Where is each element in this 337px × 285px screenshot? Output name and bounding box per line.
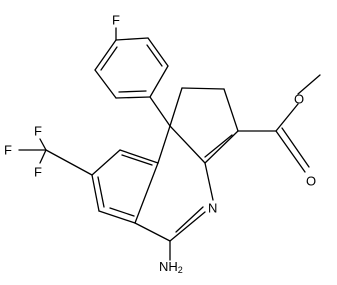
bond-bz-1 — [119, 149, 159, 164]
bond-aryl-5 — [94, 69, 117, 99]
bond-py-3 — [169, 211, 206, 242]
bond-bz-inner-1 — [121, 154, 153, 166]
bond-ester-methyl — [297, 74, 321, 95]
atom-label-cf3-fluorine-bottom: F — [34, 165, 42, 180]
bond-py-5 — [134, 162, 159, 224]
bond-cp-1 — [169, 87, 183, 127]
bond-bz-4 — [98, 210, 136, 224]
bond-bz-2 — [91, 149, 121, 176]
bond-aryl-4 — [115, 96, 151, 99]
bond-ester-o-single — [275, 103, 299, 132]
bond-aryl-2 — [147, 37, 169, 67]
bond-aryl-inner-3 — [100, 46, 118, 71]
bond-cp-2 — [181, 87, 225, 90]
atom-label-fluorine-para: F — [112, 13, 120, 28]
bond-py-2 — [204, 162, 214, 201]
bond-lines — [18, 27, 321, 261]
bond-bz-inner-3 — [109, 207, 135, 217]
bond-bz-3 — [91, 174, 100, 212]
atom-label-ester-oxygen: O — [294, 92, 304, 107]
bond-cf3-f-bottom — [39, 149, 47, 164]
atom-label-cf3-fluorine-left: F — [4, 143, 12, 158]
bond-aryl-inner-1 — [146, 44, 163, 67]
atom-label-amino-subscript: 2 — [178, 265, 183, 275]
atom-label-amino-nh: NH — [159, 259, 178, 274]
bond-py-4 — [134, 222, 171, 242]
bond-cf3-f-top — [39, 138, 47, 151]
bond-cp-3 — [223, 88, 239, 132]
atom-label-ring-nitrogen: N — [208, 201, 217, 216]
bond-aryl-quaternary — [149, 96, 171, 127]
bond-ester-o-double-a — [275, 130, 306, 173]
bond-py-1 — [157, 125, 171, 164]
bond-ester-o-double-b — [281, 127, 310, 168]
bond-aryl-3 — [149, 65, 169, 98]
bond-cp-double — [204, 134, 233, 158]
bond-aryl-6 — [94, 39, 117, 71]
bond-cf3-attach — [45, 149, 93, 176]
bond-bz-inner-2 — [97, 176, 105, 208]
atom-label-cf3-fluorine-top: F — [34, 124, 42, 139]
bond-cp-5 — [169, 125, 206, 164]
atom-label-carbonyl-oxygen: O — [306, 174, 316, 189]
atom-labels: F F F F O O N NH2 — [4, 13, 316, 276]
bond-aryl-inner-2 — [118, 90, 147, 93]
atom-label-amino-group: NH2 — [159, 259, 183, 276]
bond-aryl-1 — [115, 37, 149, 41]
bond-cp-4 — [204, 130, 239, 164]
bond-py-double — [175, 206, 204, 233]
